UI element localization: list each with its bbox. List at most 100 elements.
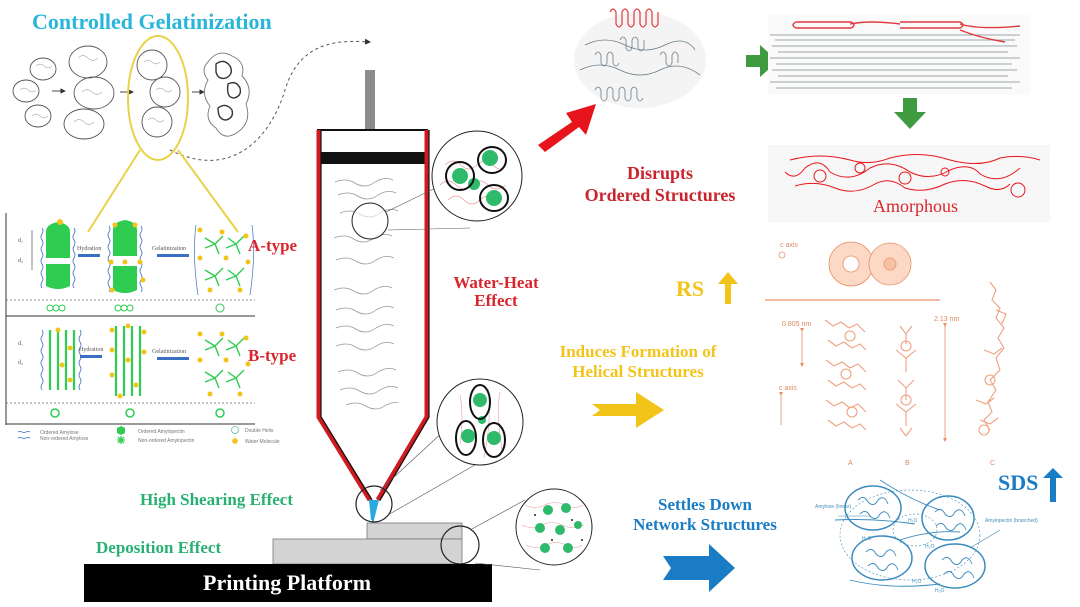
granule-gelatinized: [203, 52, 250, 137]
dashed-pointer-arrow: [169, 38, 371, 161]
granule-small: [12, 79, 40, 103]
legend-nonordered-amylopectin-icon: [117, 436, 125, 444]
yellow-arrow-up: [718, 272, 738, 304]
label-induces-helical: Induces Formation of Helical Structures: [538, 342, 738, 383]
granule-small: [29, 57, 57, 81]
granule-gelatinizing: [141, 106, 173, 138]
magnify-circle-barrel: [351, 202, 389, 240]
water-label: H₂O: [925, 544, 935, 550]
gelatinization-arrow: [157, 357, 189, 360]
label-b-type: B-type: [248, 346, 297, 365]
nozzle: [369, 500, 379, 520]
red-arrow: [538, 104, 596, 152]
svg-text:Ordered Amylopectin: Ordered Amylopectin: [138, 429, 185, 435]
helix-top-view: [828, 241, 912, 287]
label-water-heat-effect: Water-Heat Effect: [436, 274, 556, 310]
label-disrupts: Disrupts: [626, 163, 693, 183]
amorphous-panel: [768, 145, 1050, 222]
label-high-shearing-effect: High Shearing Effect: [140, 490, 293, 509]
helix-panel: c axis 0.805 nm c axis 2.13 nm A B C: [765, 241, 1007, 467]
panel-letter: A: [848, 460, 853, 467]
panel-letter: C: [990, 460, 995, 467]
label-water-heat: Water-Heat: [453, 273, 539, 292]
svg-text:d₁: d₁: [18, 341, 23, 347]
label-sds: SDS: [998, 470, 1039, 495]
legend-double-helix-icon: [231, 426, 239, 434]
label-effect: Effect: [474, 290, 518, 310]
label-disrupts-ordered-structures: Disrupts Ordered Structures: [560, 163, 760, 206]
highlight-ellipse: [127, 35, 189, 161]
hydration-arrow: [80, 355, 102, 358]
svg-text:c axis: c axis: [780, 242, 798, 249]
plunger-rod: [365, 70, 375, 130]
gelatinization-arrow: [157, 254, 189, 257]
label-helical: Helical Structures: [572, 362, 704, 382]
label-ordered-structures: Ordered Structures: [584, 184, 736, 205]
granule-sequence: [12, 45, 250, 140]
printing-platform: [84, 564, 492, 602]
syringe-barrel: [316, 130, 430, 502]
aligned-chains-panel: [768, 15, 1030, 95]
water-label: H₂O: [862, 536, 872, 542]
svg-text:Double Helix: Double Helix: [245, 428, 274, 434]
hydration-label: Hydration: [79, 347, 103, 353]
blue-arrow-right: [663, 544, 735, 592]
ordered-granule-panel: [574, 8, 706, 108]
svg-text:d₂: d₂: [18, 258, 23, 264]
legend-nonordered-amylose-icon: [17, 437, 31, 439]
granule-swollen: [73, 76, 115, 110]
b-type-hydrated-lamellae: [109, 323, 147, 399]
svg-text:Water Molecule: Water Molecule: [245, 439, 280, 445]
water-label: H₂O: [908, 518, 918, 524]
yellow-arrow-right: [592, 392, 664, 428]
b-type-native-lamellae: d₁ d₂: [18, 327, 82, 391]
a-type-gelatinized: [194, 224, 254, 296]
magnify-circle-nozzle: [355, 485, 393, 523]
svg-text:c axis: c axis: [779, 385, 797, 392]
granule-gelatinizing: [136, 49, 168, 81]
crystal-schematic: d₁ d₂ Hydration Gelatinization: [5, 213, 255, 425]
gelatinization-label: Gelatinization: [152, 246, 186, 252]
svg-text:d₁: d₁: [18, 238, 23, 244]
title-controlled-gelatinization: Controlled Gelatinization: [32, 9, 272, 34]
label-rs: RS: [676, 276, 705, 301]
svg-text:d₂: d₂: [18, 360, 23, 366]
magnified-nozzle-view: [436, 378, 524, 466]
label-settles-down-network: Settles Down Network Structures: [600, 495, 810, 536]
svg-text:Non-ordered Amylopectin: Non-ordered Amylopectin: [138, 438, 195, 444]
magnified-barrel-view: [431, 130, 523, 222]
network-panel: [834, 479, 1001, 589]
legend-water-molecule-icon: [232, 438, 238, 444]
plunger-head: [320, 152, 426, 164]
water-label: H₂O: [912, 579, 922, 585]
water-label: H₂O: [935, 588, 945, 594]
panel-letter: B: [905, 460, 910, 467]
granule-gelatinizing: [149, 76, 181, 108]
hydration-arrow: [78, 254, 100, 257]
label-printing-platform: Printing Platform: [203, 570, 372, 595]
a-type-native-lamellae: d₁ d₂: [18, 219, 76, 289]
b-type-gelatinized: [197, 331, 251, 397]
legend: Ordered Amylose Non-ordered Amylose Orde…: [17, 426, 280, 445]
helix-side-views: [824, 281, 1007, 437]
legend-ordered-amylose-icon: [17, 431, 31, 433]
label-settles-down: Settles Down: [658, 495, 752, 514]
paste-wave-lines: [333, 178, 399, 410]
green-arrow-down: [894, 98, 926, 129]
c-axis-icon: [778, 251, 786, 259]
svg-text:Ordered Amylose: Ordered Amylose: [40, 430, 79, 436]
green-arrow-right: [746, 45, 778, 77]
amylose-label: Amylose (linear): [815, 504, 851, 510]
label-amorphous: Amorphous: [873, 196, 958, 216]
printed-layer-bottom: [272, 538, 463, 565]
legend-ordered-amylopectin-icon: [117, 426, 125, 435]
granule-swollen: [63, 108, 105, 140]
svg-text:0.805 nm: 0.805 nm: [782, 321, 811, 328]
blue-arrow-up: [1043, 468, 1063, 502]
gelatinization-label: Gelatinization: [152, 349, 186, 355]
hydration-label: Hydration: [77, 246, 101, 252]
svg-text:2.13 nm: 2.13 nm: [934, 316, 959, 323]
granule-swollen: [68, 45, 108, 79]
svg-text:Non-ordered Amylose: Non-ordered Amylose: [40, 436, 89, 442]
